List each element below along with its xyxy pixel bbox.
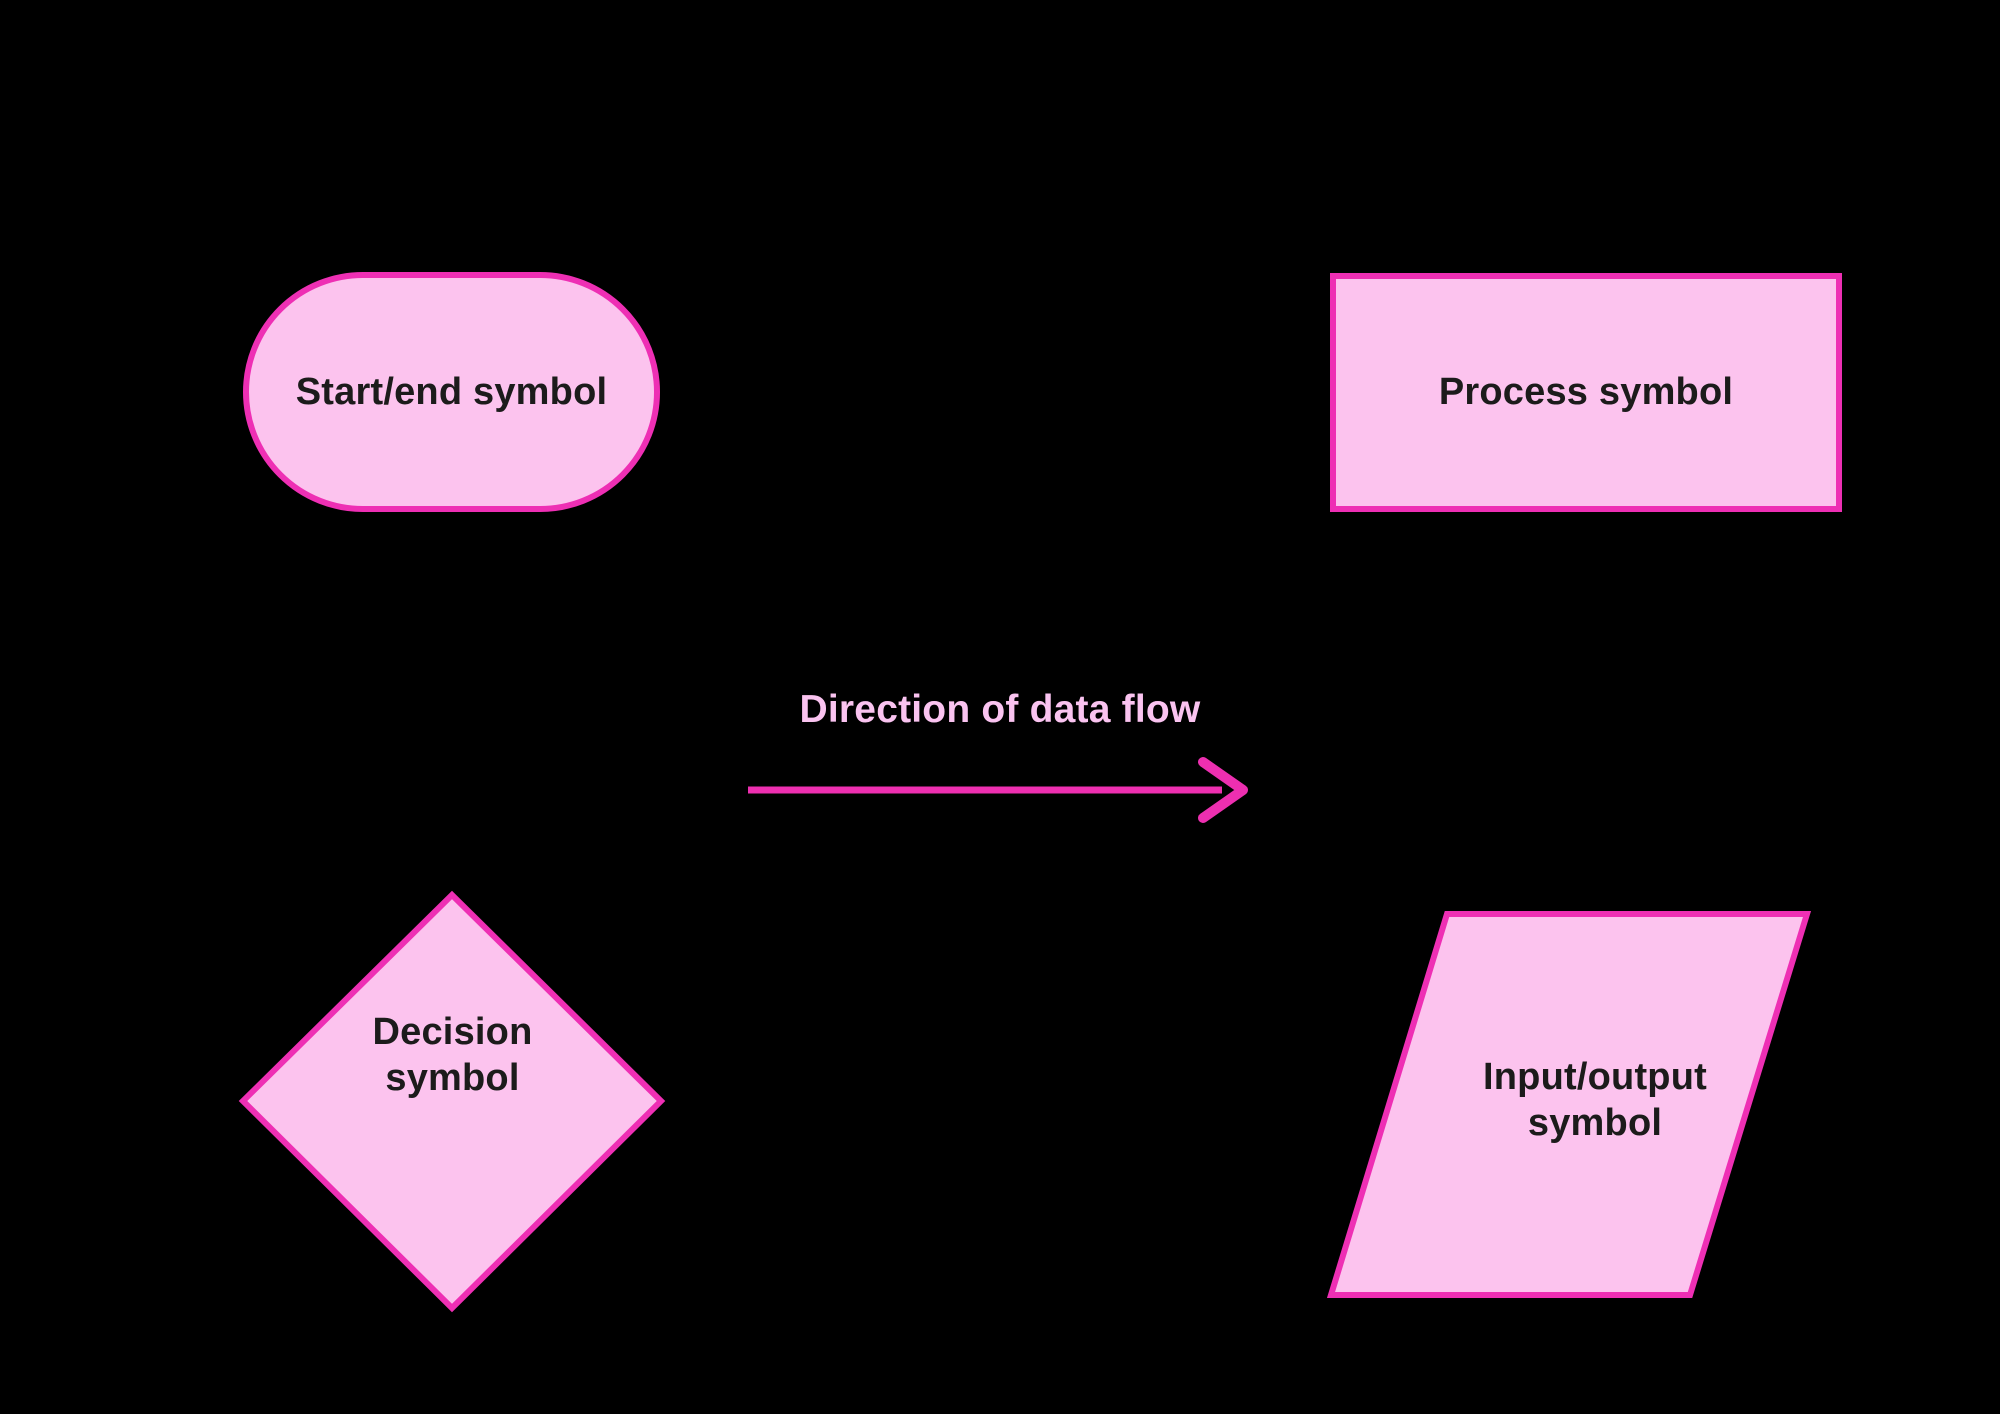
decision-symbol-shape[interactable] bbox=[238, 890, 666, 1313]
data-flow-arrow-label: Direction of data flow bbox=[799, 688, 1201, 731]
data-flow-arrow bbox=[748, 757, 1248, 823]
start-end-symbol-shape[interactable] bbox=[243, 272, 660, 512]
input-output-symbol-shape[interactable] bbox=[1326, 911, 1812, 1298]
process-symbol-shape[interactable] bbox=[1330, 273, 1842, 512]
data-flow-arrow-head-icon bbox=[1198, 757, 1248, 823]
